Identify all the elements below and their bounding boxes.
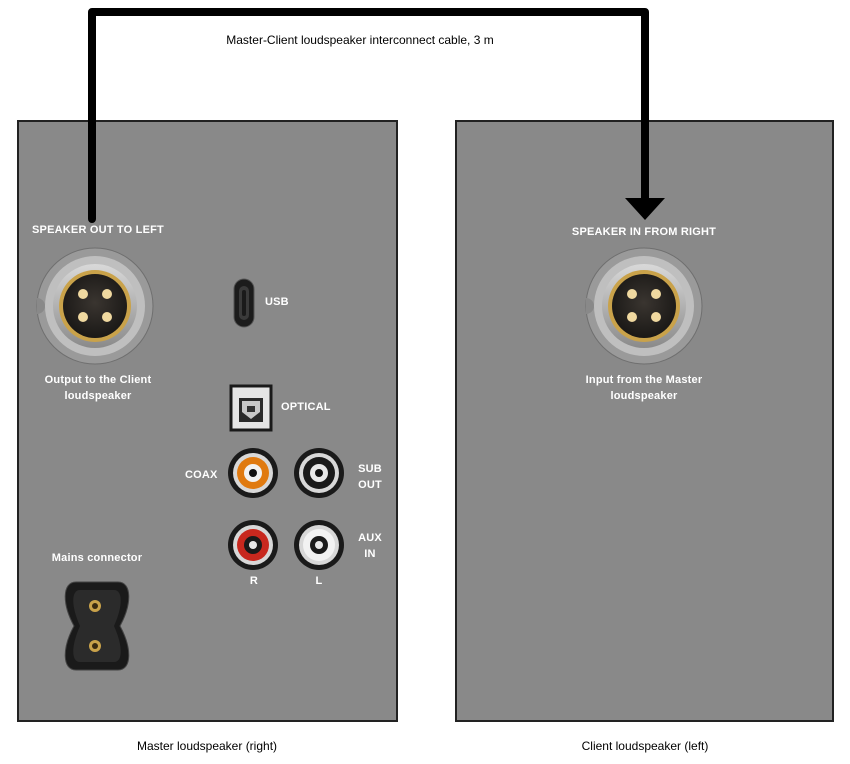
speaker-out-desc-1: Output to the Client [44,374,152,386]
coax-label: COAX [185,469,218,481]
mains-connector [64,581,130,671]
client-caption: Client loudspeaker (left) [581,739,709,753]
aux-in-label-1: AUX [358,532,382,544]
usb-label: USB [265,296,289,308]
cable-arrow-head [625,198,665,220]
l-label: L [315,575,323,587]
master-caption: Master loudspeaker (right) [136,739,278,753]
aux-right-rca-jack [228,520,278,570]
speaker-in-desc-2: loudspeaker [610,390,678,402]
optical-port [229,384,273,432]
aux-left-rca-jack [294,520,344,570]
interconnect-cable [88,8,665,223]
cable-label: Master-Client loudspeaker interconnect c… [226,33,494,47]
sub-out-rca-jack [294,448,344,498]
sub-out-label-2: OUT [358,479,382,491]
sub-out-label-1: SUB [358,463,382,475]
client-panel [455,120,834,722]
speaker-in-desc-1: Input from the Master [585,374,703,386]
speaker-in-connector [585,247,703,365]
coax-rca-jack [228,448,278,498]
speaker-out-connector [36,247,154,365]
mains-label: Mains connector [51,552,143,564]
speaker-out-desc-2: loudspeaker [64,390,132,402]
r-label: R [249,575,259,587]
speaker-in-label: SPEAKER IN FROM RIGHT [571,226,717,238]
speaker-out-label: SPEAKER OUT TO LEFT [32,224,164,236]
optical-label: OPTICAL [281,401,331,413]
aux-in-label-2: IN [364,548,376,560]
usb-c-port [233,278,255,328]
